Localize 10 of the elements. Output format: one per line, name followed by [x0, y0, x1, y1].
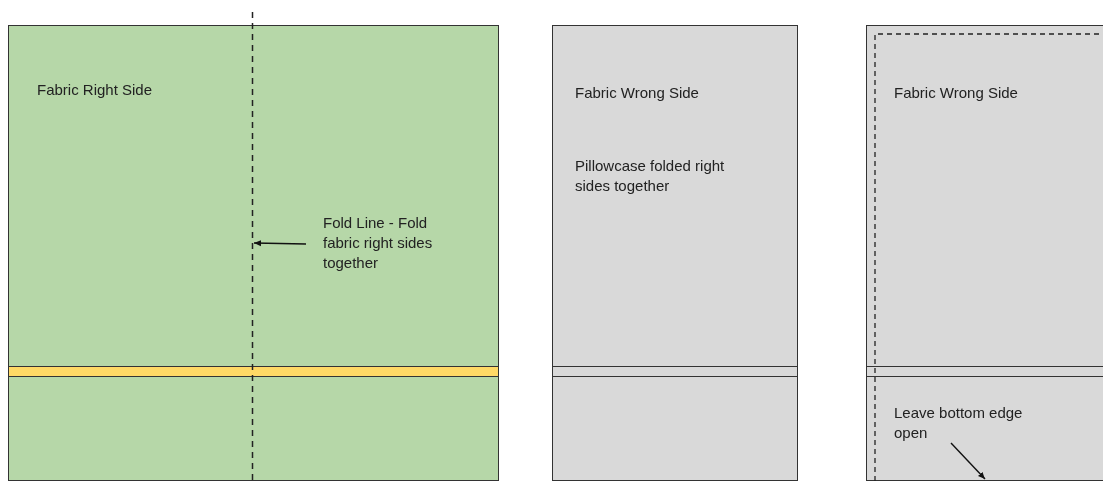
panel-label: Fabric Wrong Side — [894, 83, 1019, 103]
leader-arrow — [253, 240, 307, 247]
panel-label: Fabric Wrong Side — [575, 83, 700, 103]
fold-instruction-text: Fold Line - Fold fabric right sides together — [306, 213, 446, 273]
leader-arrow — [950, 442, 986, 480]
instruction-text: Pillowcase folded right sides together — [575, 156, 725, 196]
fabric-panel — [8, 25, 499, 481]
fabric-panel — [552, 25, 798, 481]
instruction-text: Leave bottom edge open — [894, 403, 1034, 443]
panel-label: Fabric Right Side — [37, 80, 154, 100]
